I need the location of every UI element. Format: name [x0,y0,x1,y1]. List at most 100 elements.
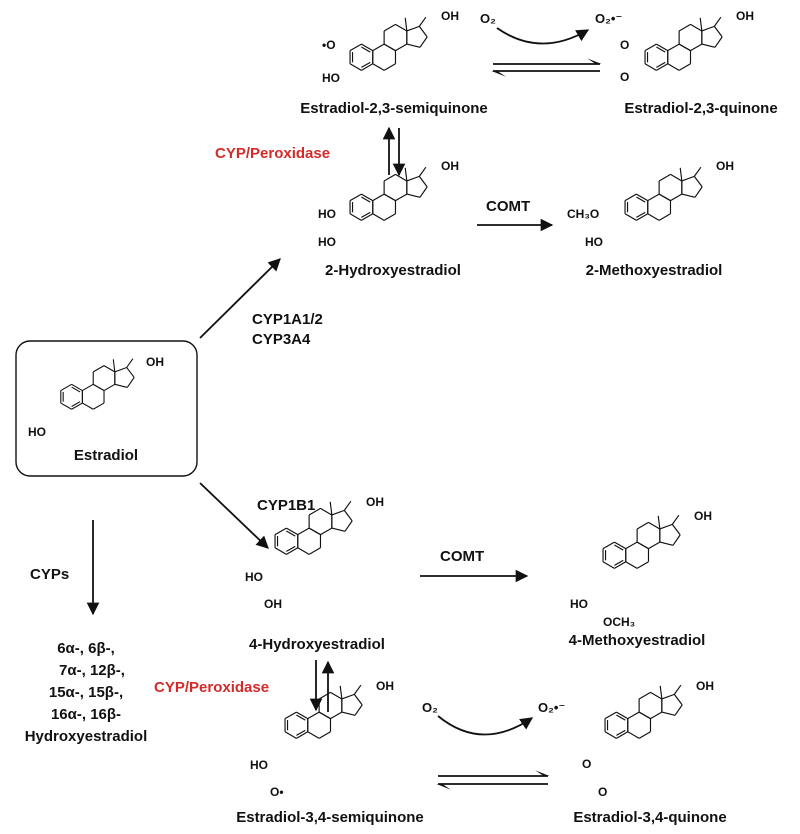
enzyme-cyps: CYPs [30,566,69,583]
ring-c-bond [308,527,321,536]
ho-label: HO [318,235,336,249]
ring-b-bond [383,213,396,221]
hydroxy-list-line: 7α-, 12β-, [59,662,125,679]
ring-b-bond [297,547,310,555]
methyl-bond [699,17,703,32]
oh-label: OH [376,679,394,693]
ring-a-bond [614,541,627,550]
reagent-o2-top: O₂ [480,11,496,26]
ring-d-bond [126,377,135,388]
ring-b-bond [307,731,320,739]
ring-a-bond [361,63,374,71]
structure-4-methoxyestradiol [602,514,681,569]
ring-c-bond [103,365,116,373]
ring-a-bond [624,193,637,202]
ring-a-bond [616,731,629,739]
steroid-skeleton [274,500,353,555]
structure-estradiol-2-3-quinone [644,16,723,71]
ring-d-bond [354,704,363,716]
ho-label: HO [250,758,268,772]
ring-d-bond [659,541,674,546]
ring-d-bond [701,25,715,32]
o-label: O [620,38,629,52]
structure-4-hydroxyestradiol [274,500,353,555]
ring-c-bond [330,711,343,720]
ring-a-bond [349,43,362,52]
ho-label: HO [28,425,46,439]
ring-b-bond [647,213,660,221]
redox-curved-arrow-bottom [437,715,534,736]
hydroxy-list-line: Hydroxyestradiol [25,728,148,745]
estradiol-box [15,340,198,477]
ring-d-bond [694,186,703,198]
aromatic-bond [71,401,81,408]
ring-a-bond [71,402,83,410]
ring-c-bond [638,691,651,700]
ring-d-bond [331,509,345,516]
ring-a-bond [286,527,299,536]
ring-a-bond [604,711,617,720]
aromatic-bond [636,196,646,203]
cyp1a1-arrow [199,258,281,339]
ring-b-bond [625,541,638,550]
enzyme-comt-bottom: COMT [440,548,484,565]
ring-b-bond [318,731,331,739]
o-radical-label: •O [322,38,336,52]
ring-d-bond [344,520,353,532]
ring-d-bond [419,36,428,48]
ring-c-bond [320,527,333,536]
ring-a-bond [296,731,309,739]
steroid-skeleton [624,166,703,221]
oh-label: OH [716,159,734,173]
aromatic-bond [656,61,666,68]
ring-a-bond [624,213,637,221]
o-label: O [582,757,591,771]
oh-label: OH [696,679,714,693]
ring-a-bond [361,193,374,202]
ring-d-bond [713,26,723,38]
ring-b-bond [383,63,396,71]
hydroxyl-bond [418,166,427,177]
ring-c-bond [636,521,649,530]
ring-c-bond [678,43,691,52]
oh-label: OH [736,9,754,23]
ring-a-bond [656,63,669,71]
compound-estradiol: Estradiol [74,447,138,464]
ring-c-bond [92,383,105,392]
ring-c-bond [395,193,408,202]
ring-b-bond [372,193,385,202]
methyl-bond [679,167,683,182]
ring-b-bond [308,547,321,555]
ring-d-bond [341,711,356,716]
ring-d-bond [418,176,428,188]
ring-a-bond [604,731,617,739]
ring-d-bond [693,176,703,188]
enzyme-cyp-peroxidase-bottom: CYP/Peroxidase [154,679,269,696]
ring-c-bond [638,711,651,720]
aromatic-bond [614,544,624,551]
structure-estradiol-2-3-semiquinone [349,16,428,71]
ring-d-bond [343,510,353,522]
ring-b-bond [627,711,640,720]
ring-d-bond [659,523,673,530]
aromatic-bond [361,46,371,53]
ring-d-bond [406,175,420,182]
ring-a-bond [60,402,72,410]
ring-b-bond [638,731,651,739]
ring-b-bond [636,561,649,569]
methyl-bond [112,359,116,372]
ring-a-bond [274,547,287,555]
aromatic-bond [361,211,371,218]
enzyme-cyp1a1-2: CYP1A1/2 [252,311,323,328]
ring-c-bond [658,193,671,202]
ring-c-bond [395,43,408,52]
ho-label: HO [318,207,336,221]
hydroxy-list-line: 6α-, 6β-, [57,640,115,657]
ring-d-bond [673,694,683,706]
oh-label: OH [694,509,712,523]
steroid-skeleton [604,684,683,739]
o-label: O [620,70,629,84]
ring-c-bond [383,173,396,182]
ring-d-bond [661,711,676,716]
ring-b-bond [667,43,680,52]
